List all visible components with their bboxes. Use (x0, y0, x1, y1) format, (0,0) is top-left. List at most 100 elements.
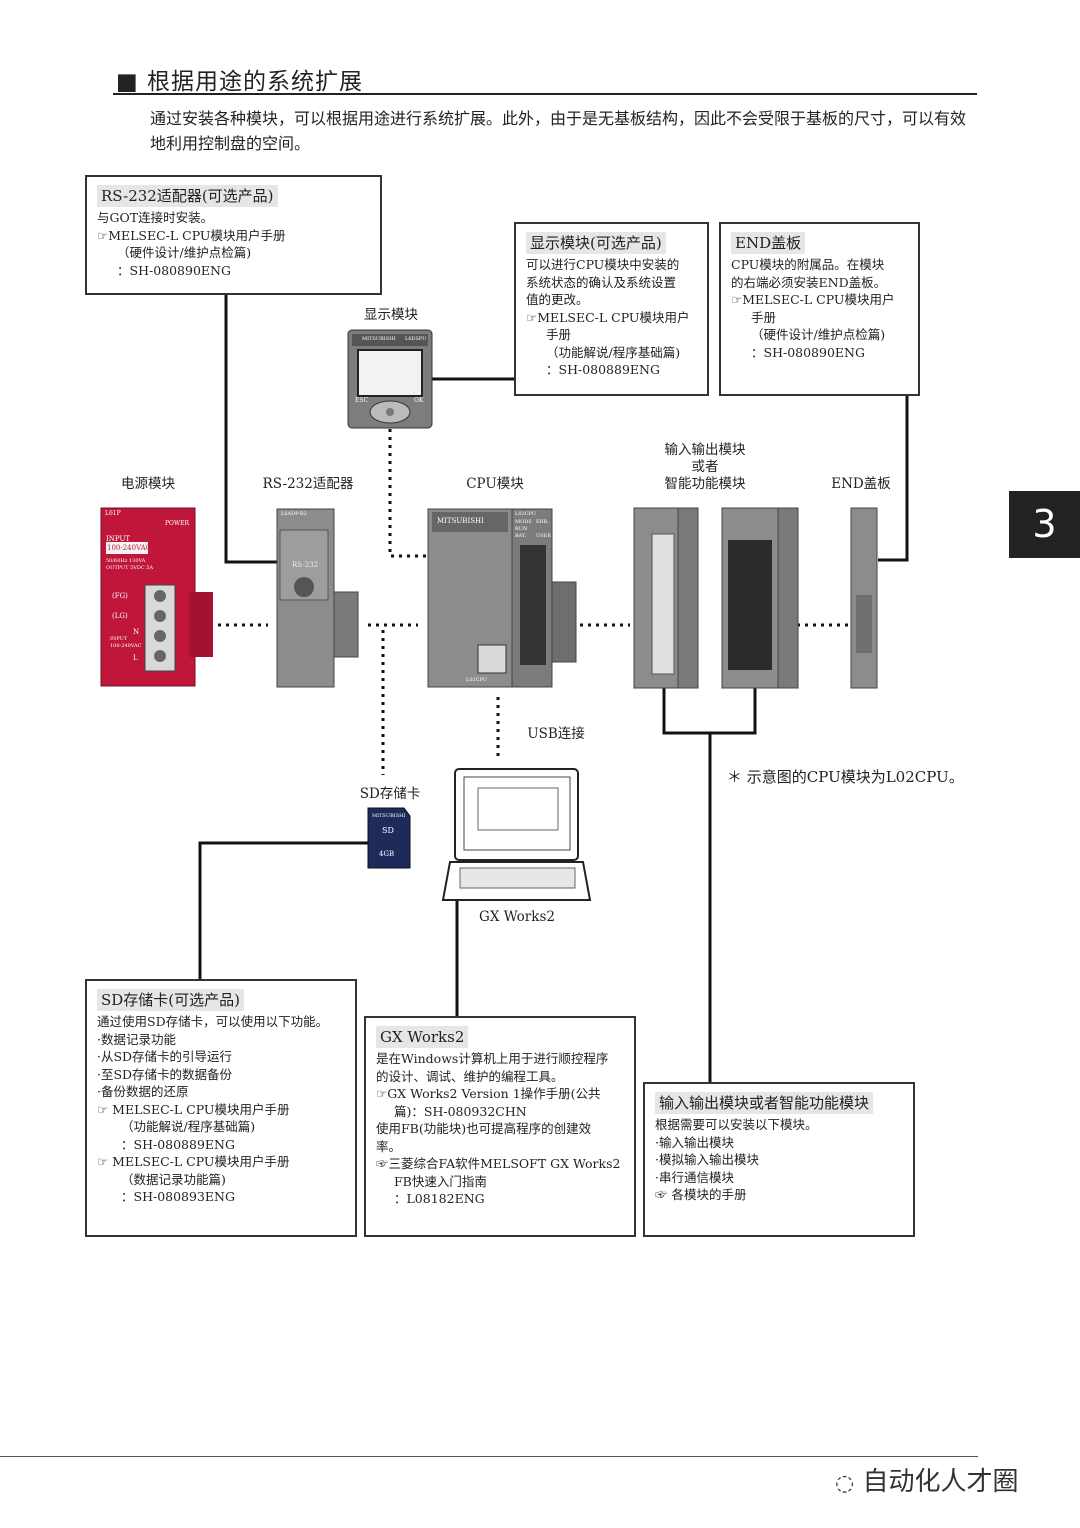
dots-display-cpu (388, 429, 428, 558)
box-heading: SD存储卡(可选产品) (97, 989, 245, 1011)
cpu-brand-text: MITSUBISHI (437, 517, 484, 525)
title-rule (113, 93, 977, 95)
section-tab: 3 (1009, 491, 1080, 558)
box-line: 值的更改。 (526, 292, 589, 307)
footnote: ＊ 示意图的CPU模块为L02CPU。 (727, 768, 964, 786)
wire-io-modules (662, 688, 757, 735)
wire-end-box (878, 395, 909, 562)
sd-capacity-text: 4GB (379, 850, 395, 858)
box-line: 篇)：SH-080932CHN (394, 1103, 527, 1119)
box-line: 使用FB(功能块)也可提高程序的创建效 (376, 1121, 592, 1136)
gx-works2-label: GX Works2 (479, 909, 555, 925)
sd-card-label: SD存储卡 (359, 786, 421, 802)
end-cover-label: END盖板 (831, 476, 891, 492)
box-line: 率。 (376, 1138, 402, 1154)
list-item: ·从SD存储卡的引导运行 (97, 1049, 233, 1064)
display-ok-text: OK (414, 397, 424, 404)
list-item: ·备份数据的还原 (97, 1084, 189, 1099)
box-heading: RS-232适配器(可选产品) (97, 185, 278, 207)
display-esc-text: ESC (355, 397, 369, 404)
rs232-callout-box: RS-232适配器(可选产品) 与GOT连接时安装。 ☞MELSEC-L CPU… (85, 175, 382, 295)
box-line: 可以进行CPU模块中安装的 (526, 257, 680, 272)
watermark: ◌ 自动化人才圈 (835, 1461, 1018, 1498)
power-input2-voltage-text: 100-240VAC (110, 643, 142, 649)
io-module-1-image (633, 507, 699, 689)
box-line: ：SH-080889ENG (546, 362, 660, 377)
display-brand-text: MITSUBISHI (362, 336, 396, 342)
box-line: ：SH-080893ENG (121, 1189, 235, 1204)
sd-card-image (367, 807, 411, 869)
box-line: 系统状态的确认及系统设置 (526, 274, 677, 290)
box-heading: 显示模块(可选产品) (526, 232, 666, 254)
list-item: ·至SD存储卡的数据备份 (97, 1066, 233, 1082)
box-line: ：SH-080890ENG (751, 344, 865, 360)
cpu-bat-text: BAT. (515, 533, 527, 539)
cpu-user-text: USER (536, 533, 552, 539)
io-callout-box: 输入输出模块或者智能功能模块 根据需要可以安装以下模块。 ·输入输出模块 ·模拟… (643, 1082, 915, 1237)
io-module-2-image (721, 507, 799, 689)
wire-rs232-box (224, 292, 277, 564)
manual-reference: ☞ MELSEC-L CPU模块用户手册 (97, 1101, 290, 1117)
rs232-adapter-label: RS-232适配器 (262, 476, 354, 492)
display-callout-box: 显示模块(可选产品) 可以进行CPU模块中安装的 系统状态的确认及系统设置 值的… (514, 222, 709, 396)
power-n-text: N (133, 628, 140, 636)
power-led-text: POWER (165, 520, 190, 527)
box-line: CPU模块的附属品。在模块 (731, 257, 885, 272)
power-module-label: 电源模块 (121, 476, 175, 492)
list-item: ·串行通信模块 (655, 1169, 734, 1185)
box-line: 的右端必须安装END盖板。 (731, 274, 887, 290)
list-item: ·数据记录功能 (97, 1031, 176, 1047)
section-title: ■ 根据用途的系统扩展 (116, 69, 364, 95)
power-spec-text: OUTPUT 5VDC 5A (106, 565, 154, 571)
power-l-text: L (133, 654, 138, 662)
box-line: 是在Windows计算机上用于进行顺控程序 (376, 1051, 609, 1066)
box-heading: 输入输出模块或者智能功能模块 (655, 1092, 874, 1114)
power-voltage-text: 100-240VAC (107, 544, 152, 552)
box-line: 与GOT连接时安装。 (97, 210, 214, 225)
sd-brand-text: MITSUBISHI (372, 813, 406, 819)
box-line: 的设计、调试、维护的编程工具。 (376, 1068, 564, 1084)
cpu-mode-text: MODE (515, 519, 532, 525)
rs232-model-text: L6ADP-R2 (281, 511, 307, 517)
box-line: （功能解说/程序基础篇) (546, 344, 681, 360)
manual-reference: ☞MELSEC-L CPU模块用户 (731, 292, 895, 307)
power-fg-text: (FG) (112, 592, 128, 600)
io-module-label-line1: 输入输出模块 (664, 442, 746, 458)
footer-rule (0, 1456, 978, 1457)
rs232-port-text: RS-232 (292, 561, 319, 569)
box-heading: GX Works2 (376, 1026, 469, 1048)
power-model-text: L61P (105, 510, 121, 517)
intro-text: 通过安装各种模块，可以根据用途进行系统扩展。此外，由于是无基板结构，因此不会受限… (150, 109, 967, 153)
cpu-module-label: CPU模块 (466, 476, 524, 492)
sd-logo-text: SD (382, 826, 394, 835)
manual-reference: ☞MELSEC-L CPU模块用户 (526, 309, 690, 325)
box-line: 手册 (751, 309, 777, 325)
end-cover-image (850, 507, 878, 689)
end-cover-callout-box: END盖板 CPU模块的附属品。在模块 的右端必须安装END盖板。 ☞MELSE… (719, 222, 920, 396)
box-line: （硬件设计/维护点检篇) (751, 327, 886, 342)
gx-works2-callout-box: GX Works2 是在Windows计算机上用于进行顺控程序 的设计、调试、维… (364, 1016, 636, 1237)
cpu-bottom-text: L02CPU (466, 677, 487, 683)
wechat-icon: ◌ (835, 1471, 855, 1496)
display-model-text: L6DSPU (405, 336, 427, 342)
usb-label: USB连接 (527, 726, 585, 742)
list-item: ·输入输出模块 (655, 1134, 734, 1150)
wire-sd-box (198, 841, 369, 979)
power-input-text: INPUT (106, 535, 131, 543)
power-lg-text: (LG) (112, 612, 128, 620)
manual-reference: ☞GX Works2 Version 1操作手册(公共 (376, 1086, 601, 1101)
watermark-text: 自动化人才圈 (862, 1467, 1019, 1497)
power-input2-text: INPUT (110, 636, 128, 642)
display-module-label: 显示模块 (364, 307, 418, 323)
box-line: （数据记录功能篇) (121, 1171, 226, 1187)
power-module-image (100, 507, 213, 687)
cpu-run-text: RUN (515, 526, 528, 532)
list-item: ·模拟输入输出模块 (655, 1152, 759, 1167)
rs232-adapter-image (276, 508, 359, 688)
manual-reference: ☞三菱综合FA软件MELSOFT GX Works2 (376, 1156, 621, 1171)
cpu-err-text: ERR. (536, 519, 549, 525)
power-spec-text: 50/60Hz 130VA (106, 558, 146, 564)
cpu-model-text: L02CPU (515, 511, 536, 517)
display-module-image (347, 329, 433, 429)
